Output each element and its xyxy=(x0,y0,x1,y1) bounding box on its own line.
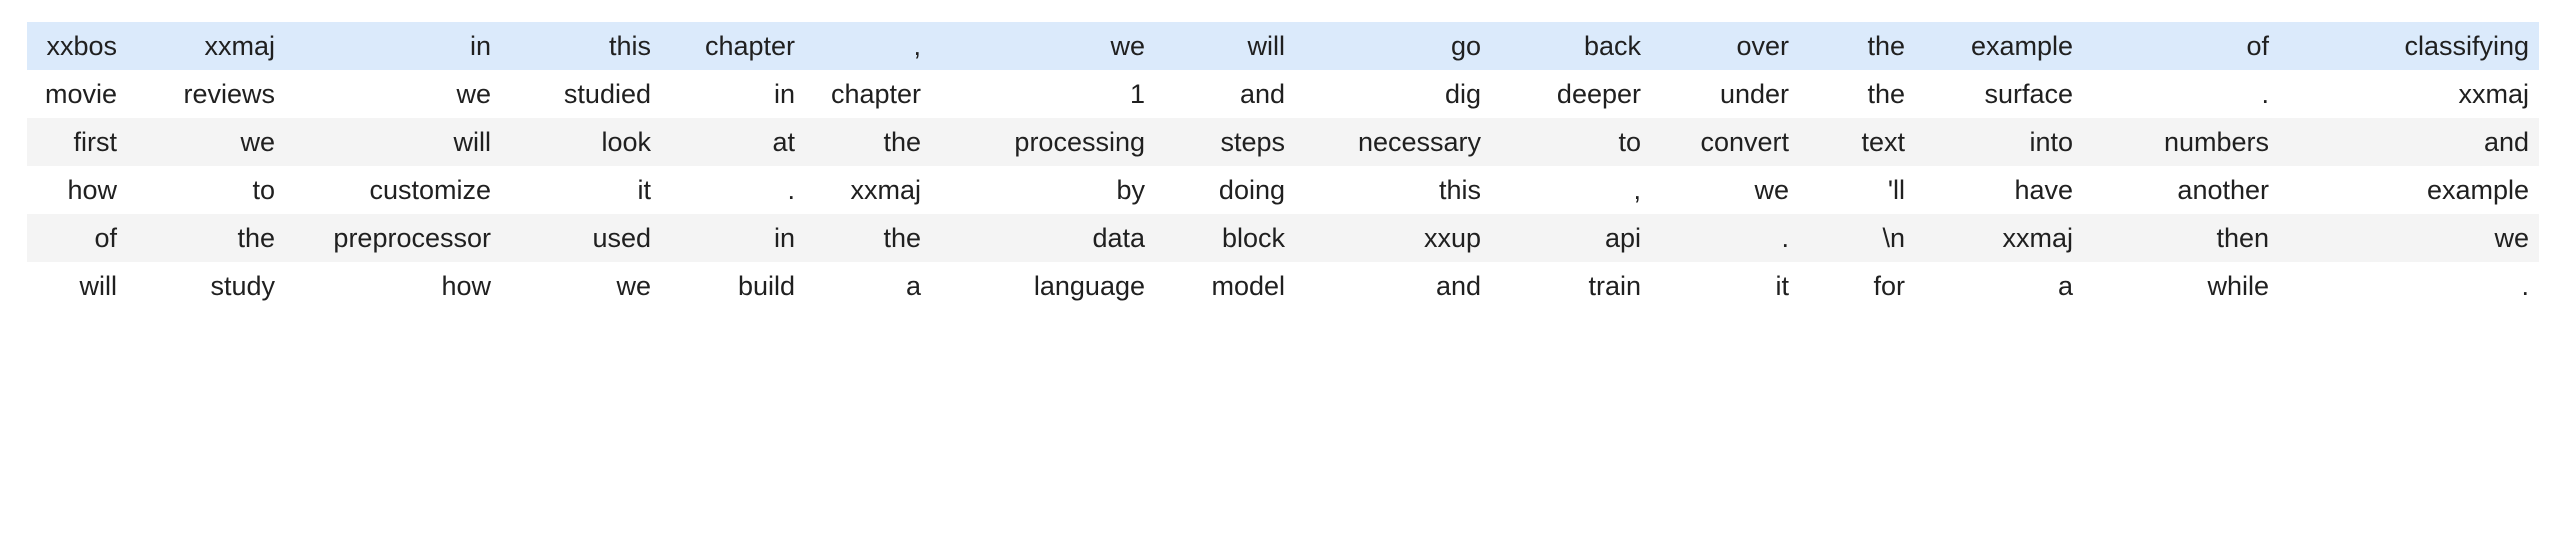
token-cell: then xyxy=(2083,214,2279,262)
token-cell: we xyxy=(285,70,501,118)
token-cell: data xyxy=(931,214,1155,262)
token-cell: and xyxy=(1155,70,1295,118)
token-cell: how xyxy=(27,166,127,214)
token-cell: . xyxy=(1651,214,1799,262)
token-cell: text xyxy=(1799,118,1915,166)
token-cell: used xyxy=(501,214,661,262)
token-cell: reviews xyxy=(127,70,285,118)
token-cell: customize xyxy=(285,166,501,214)
token-cell: the xyxy=(1799,22,1915,70)
token-cell: will xyxy=(1155,22,1295,70)
token-cell: xxmaj xyxy=(2279,70,2539,118)
token-cell: . xyxy=(661,166,805,214)
token-cell: preprocessor xyxy=(285,214,501,262)
token-cell: example xyxy=(1915,22,2083,70)
token-cell: numbers xyxy=(2083,118,2279,166)
token-cell: in xyxy=(661,214,805,262)
token-cell: this xyxy=(501,22,661,70)
token-cell: model xyxy=(1155,262,1295,310)
token-cell: xxmaj xyxy=(805,166,931,214)
token-cell: and xyxy=(2279,118,2539,166)
token-cell: look xyxy=(501,118,661,166)
token-cell: . xyxy=(2279,262,2539,310)
token-cell: , xyxy=(805,22,931,70)
token-cell: we xyxy=(2279,214,2539,262)
token-cell: we xyxy=(501,262,661,310)
token-cell: study xyxy=(127,262,285,310)
token-cell: deeper xyxy=(1491,70,1651,118)
token-cell: of xyxy=(2083,22,2279,70)
token-cell: have xyxy=(1915,166,2083,214)
token-cell: train xyxy=(1491,262,1651,310)
token-cell: we xyxy=(1651,166,1799,214)
token-cell: in xyxy=(661,70,805,118)
token-cell: movie xyxy=(27,70,127,118)
token-cell: it xyxy=(501,166,661,214)
token-cell: of xyxy=(27,214,127,262)
token-cell: will xyxy=(27,262,127,310)
token-cell: block xyxy=(1155,214,1295,262)
token-cell: xxup xyxy=(1295,214,1491,262)
token-cell: the xyxy=(805,118,931,166)
token-cell: processing xyxy=(931,118,1155,166)
token-cell: . xyxy=(2083,70,2279,118)
token-cell: language xyxy=(931,262,1155,310)
token-cell: first xyxy=(27,118,127,166)
token-cell: doing xyxy=(1155,166,1295,214)
token-cell: at xyxy=(661,118,805,166)
token-cell: studied xyxy=(501,70,661,118)
token-cell: how xyxy=(285,262,501,310)
token-cell: the xyxy=(805,214,931,262)
token-cell: go xyxy=(1295,22,1491,70)
token-cell: chapter xyxy=(661,22,805,70)
token-cell: build xyxy=(661,262,805,310)
token-cell: xxbos xyxy=(27,22,127,70)
token-cell: steps xyxy=(1155,118,1295,166)
token-cell: we xyxy=(127,118,285,166)
token-cell: a xyxy=(805,262,931,310)
token-cell: by xyxy=(931,166,1155,214)
token-cell: we xyxy=(931,22,1155,70)
token-cell: surface xyxy=(1915,70,2083,118)
token-cell: \n xyxy=(1799,214,1915,262)
token-cell: example xyxy=(2279,166,2539,214)
token-cell: a xyxy=(1915,262,2083,310)
token-cell: , xyxy=(1491,166,1651,214)
token-cell: necessary xyxy=(1295,118,1491,166)
token-cell: xxmaj xyxy=(1915,214,2083,262)
token-cell: another xyxy=(2083,166,2279,214)
token-cell: xxmaj xyxy=(127,22,285,70)
token-cell: back xyxy=(1491,22,1651,70)
token-cell: convert xyxy=(1651,118,1799,166)
token-cell: this xyxy=(1295,166,1491,214)
token-cell: to xyxy=(127,166,285,214)
token-cell: 1 xyxy=(931,70,1155,118)
token-cell: 'll xyxy=(1799,166,1915,214)
token-cell: under xyxy=(1651,70,1799,118)
token-cell: for xyxy=(1799,262,1915,310)
token-cell: dig xyxy=(1295,70,1491,118)
token-cell: over xyxy=(1651,22,1799,70)
token-cell: into xyxy=(1915,118,2083,166)
token-cell: classifying xyxy=(2279,22,2539,70)
token-cell: while xyxy=(2083,262,2279,310)
token-cell: in xyxy=(285,22,501,70)
token-cell: and xyxy=(1295,262,1491,310)
token-cell: to xyxy=(1491,118,1651,166)
token-cell: the xyxy=(1799,70,1915,118)
token-cell: will xyxy=(285,118,501,166)
token-cell: chapter xyxy=(805,70,931,118)
token-cell: the xyxy=(127,214,285,262)
token-cell: api xyxy=(1491,214,1651,262)
token-cell: it xyxy=(1651,262,1799,310)
